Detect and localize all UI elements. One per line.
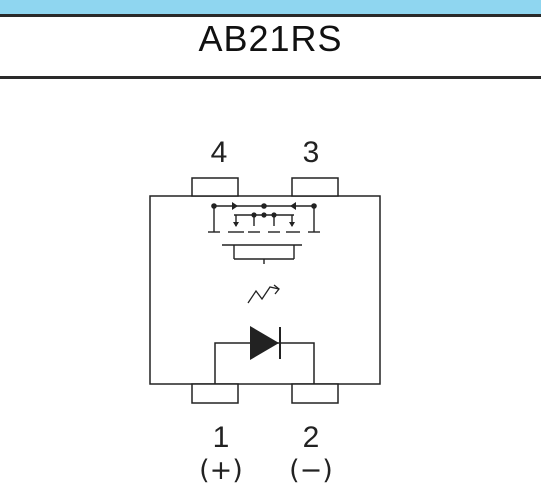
pin-1-label: 1 — [213, 421, 230, 454]
package-body — [149, 195, 381, 385]
light-emission-icon — [247, 284, 280, 304]
pin-2-label: 2 — [303, 421, 320, 454]
pin-1-polarity: (+) — [199, 455, 243, 486]
pin-1-tab — [191, 383, 239, 404]
led-diode-icon — [214, 326, 315, 384]
title-divider — [0, 76, 541, 79]
pin-3-label: 3 — [303, 136, 320, 169]
header-band — [0, 0, 541, 17]
page-title: AB21RS — [198, 18, 343, 59]
mosfet-junctions — [211, 202, 317, 227]
pin-2-polarity: (−) — [289, 455, 333, 486]
pin-3-tab — [291, 177, 339, 197]
pin-4-label: 4 — [211, 136, 228, 169]
pin-2-tab — [291, 383, 339, 404]
pin-4-tab — [191, 177, 239, 197]
